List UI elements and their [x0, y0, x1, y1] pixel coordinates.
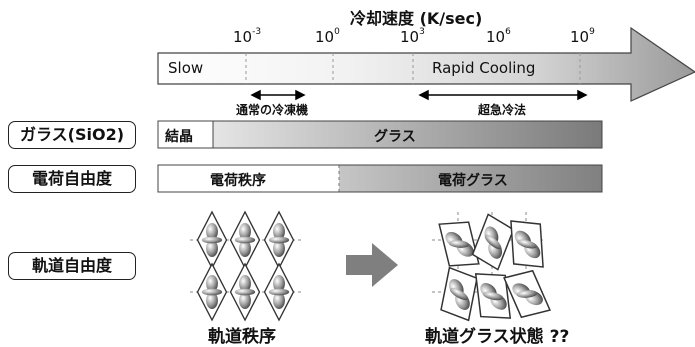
crystal-segment-label: 結晶: [165, 129, 193, 145]
orbital-glass-lattice: [432, 212, 553, 324]
glass-segment-label: グラス: [374, 129, 416, 145]
row-label-charge: 電荷自由度: [8, 165, 136, 193]
tick-label: 10-3: [233, 27, 262, 46]
orbital-order-label: 軌道秩序: [208, 327, 276, 347]
charge-order-label: 電荷秩序: [210, 173, 266, 189]
transition-arrow: [346, 243, 398, 287]
row-label-glass: ガラス(SiO2): [8, 121, 136, 149]
axis-title: 冷却速度 (K/sec): [350, 9, 483, 28]
slow-label: Slow: [168, 59, 204, 77]
ultra-rapid-label: 超急冷法: [478, 103, 527, 117]
normal-freezer-label: 通常の冷凍機: [236, 103, 309, 117]
tick-label: 106: [486, 27, 511, 46]
tick-label: 100: [315, 27, 340, 46]
tick-divider-lines: [245, 53, 581, 84]
orbital-order-lattice: [190, 211, 302, 321]
rapid-cooling-label: Rapid Cooling: [432, 59, 536, 77]
tick-label: 109: [570, 27, 595, 46]
tick-label: 103: [400, 27, 425, 46]
charge-glass-label: 電荷グラス: [438, 173, 508, 189]
row-label-orbital: 軌道自由度: [8, 252, 136, 280]
orbital-glass-state-label: 軌道グラス状態 ??: [425, 327, 570, 347]
